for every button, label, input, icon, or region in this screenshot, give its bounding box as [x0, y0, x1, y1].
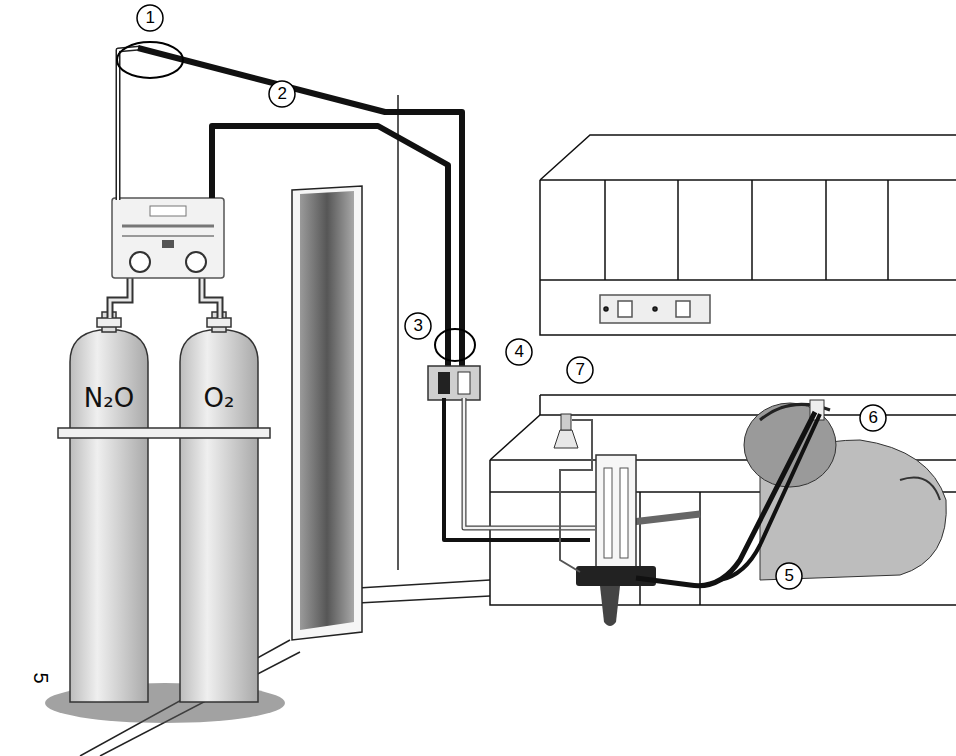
callout-number: 4 [515, 342, 524, 362]
flowmeter [576, 455, 700, 626]
callout-circles [137, 5, 886, 589]
breathing-hose [720, 414, 820, 580]
cylinder-label-box: O₂ [180, 380, 258, 416]
wall-edge [397, 95, 399, 570]
gas-cylinders [58, 312, 270, 702]
manifold-regulator [112, 198, 224, 278]
pipelines [118, 48, 462, 366]
callout-ring [435, 329, 475, 361]
callout-number: 3 [414, 316, 423, 336]
cylinder-label-box: N₂O [70, 380, 148, 416]
upper-cabinets [540, 135, 956, 335]
callout-number: 7 [576, 360, 585, 380]
callout-number: 5 [785, 566, 794, 586]
callout-ring [117, 42, 183, 78]
counter [490, 395, 956, 605]
door [292, 186, 362, 640]
callout-number: 1 [146, 8, 155, 28]
breathing-hose [636, 412, 815, 586]
cylinder-pipes [110, 278, 220, 318]
wall-outlet [428, 366, 480, 400]
gas-name: N₂O [84, 383, 134, 413]
page-number: 5 [30, 672, 50, 683]
spare-mask [554, 414, 592, 572]
callout-number: 2 [278, 84, 287, 104]
callout-number: 6 [869, 408, 878, 428]
gas-name: O₂ [204, 383, 235, 413]
